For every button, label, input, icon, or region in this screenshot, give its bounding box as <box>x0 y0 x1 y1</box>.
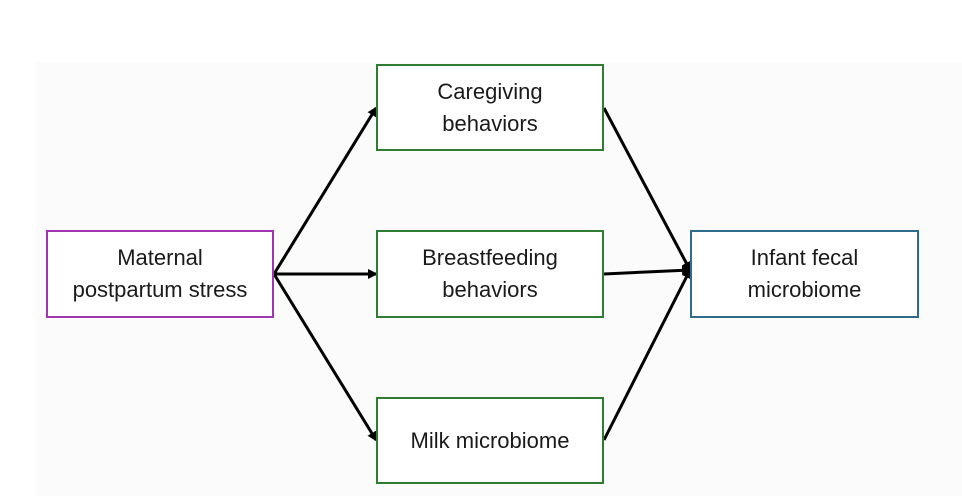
node-label-line: Maternal <box>117 245 203 270</box>
node-maternal-postpartum-stress: Maternal postpartum stress <box>46 230 274 318</box>
node-infant-fecal-microbiome: Infant fecal microbiome <box>690 230 919 318</box>
node-label-line: microbiome <box>747 277 862 302</box>
node-breastfeeding-behaviors: Breastfeeding behaviors <box>376 230 604 318</box>
arrow-caregiving-to-infant <box>602 107 692 272</box>
arrow-stress-to-caregiving <box>272 106 378 275</box>
node-label-line: Caregiving <box>437 78 543 104</box>
node-label-line: Breastfeeding <box>422 245 558 270</box>
node-label-line: Milk microbiome <box>410 427 570 453</box>
node-label-line: Infant fecal <box>750 245 859 270</box>
arrow-stress-to-milk <box>272 273 378 442</box>
node-label-line: postpartum stress <box>72 277 248 302</box>
node-label-line: behaviors <box>442 277 538 302</box>
node-milk-microbiome: Milk microbiome <box>376 397 604 484</box>
node-label-line: behaviors <box>442 110 538 136</box>
arrow-breastfeeding-to-infant <box>603 265 692 276</box>
arrow-milk-to-infant <box>602 268 692 441</box>
node-caregiving-behaviors: Caregiving behaviors <box>376 64 604 151</box>
